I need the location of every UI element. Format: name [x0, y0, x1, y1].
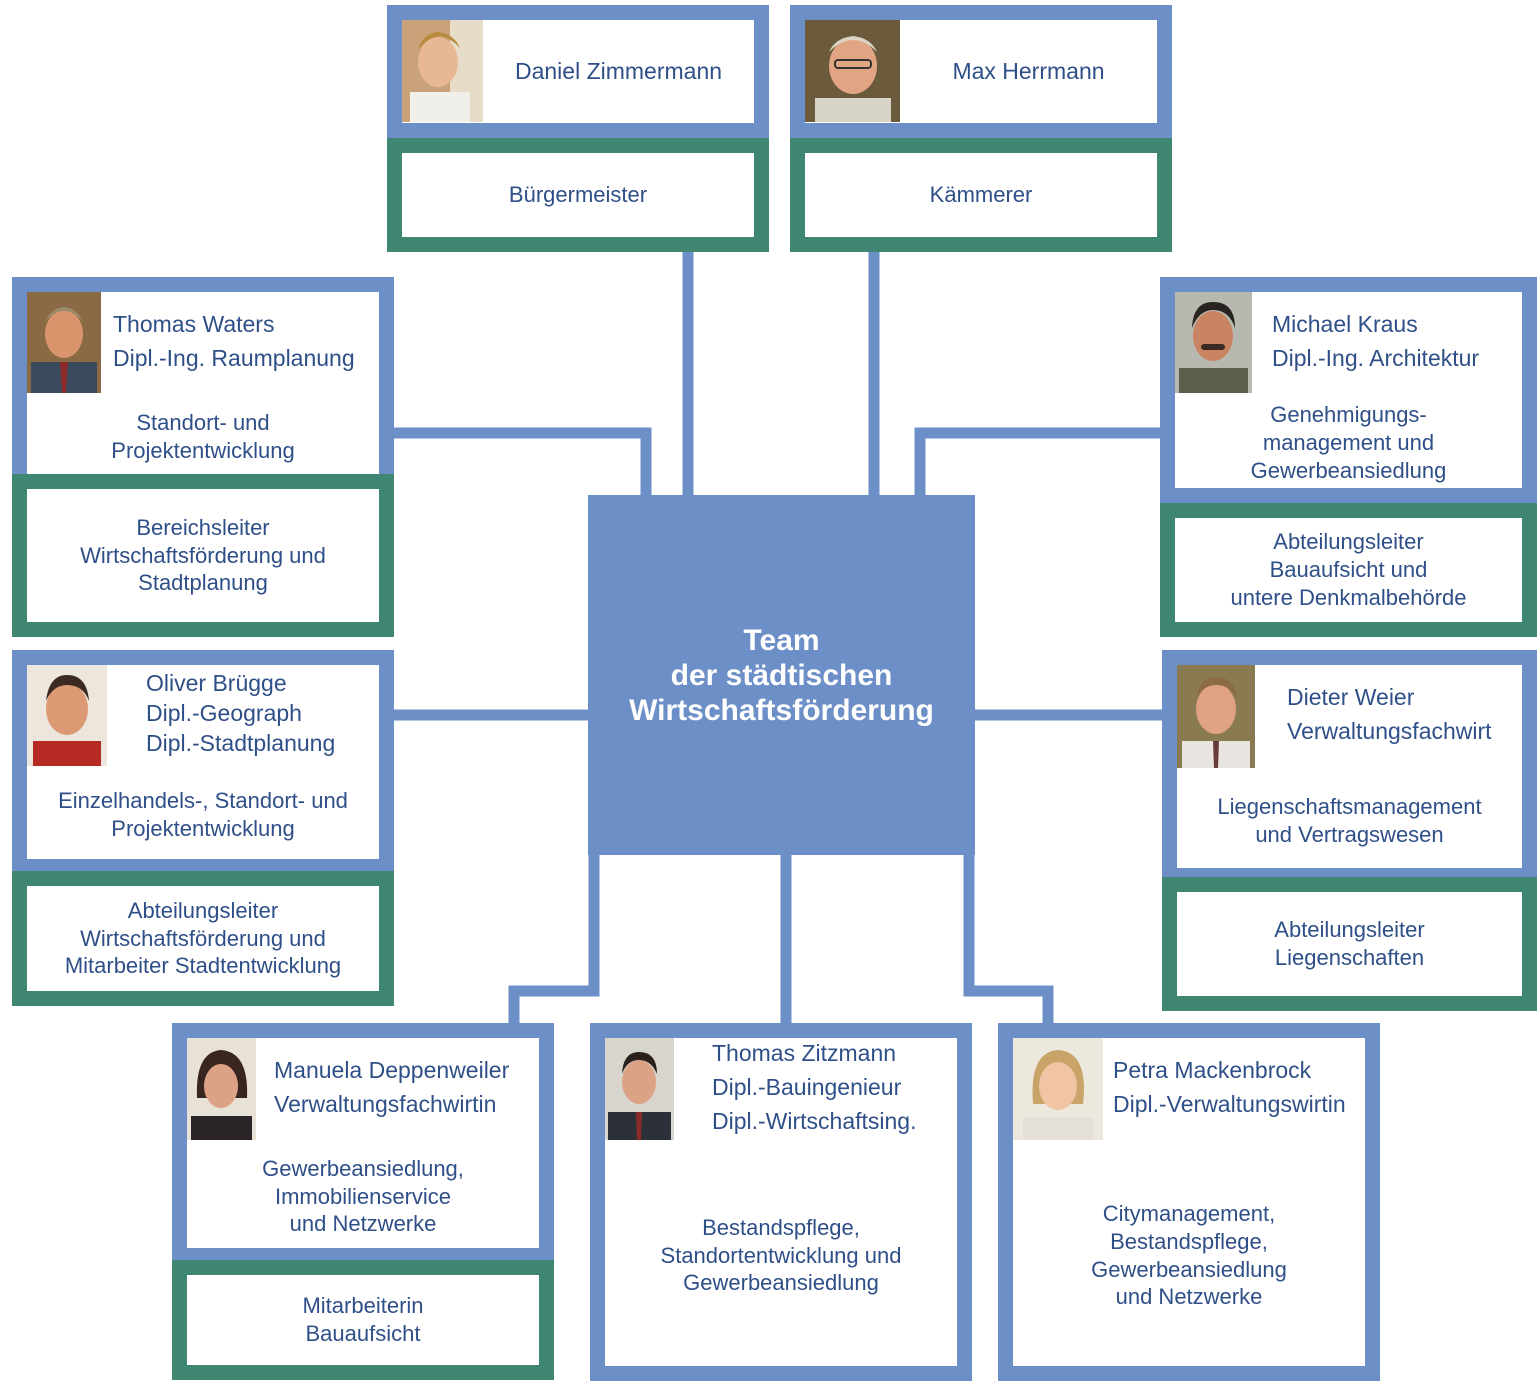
person-photo-icon	[1177, 665, 1255, 768]
task-label: Gewerbeansiedlung, Immobilienservice und…	[262, 1155, 464, 1237]
connector-left-1	[392, 427, 652, 495]
card-right-2-name-cell	[1255, 665, 1522, 768]
task-label: Liegenschaftsmanagement und Vertragswese…	[1217, 793, 1482, 847]
connector-right-1	[914, 427, 1162, 495]
card-top-1-role-frame: Bürgermeister	[387, 138, 769, 252]
person-name: Daniel Zimmermann	[514, 57, 723, 84]
team-center-box: Team der städtischen Wirtschaftsförderun…	[588, 495, 975, 855]
person-name: Dieter Weier Verwaltungsfachwirt	[1287, 684, 1492, 744]
card-bottom-2-task-cell: Bestandspflege, Standortentwicklung und …	[605, 1145, 957, 1366]
card-right-1-role-frame: Abteilungsleiter Bauaufsicht und untere …	[1160, 503, 1537, 637]
person-name: Max Herrmann	[952, 57, 1105, 84]
person-photo-icon	[1175, 292, 1252, 393]
task-label: Bestandspflege, Standortentwicklung und …	[660, 1214, 902, 1296]
team-title: Team der städtischen Wirtschaftsförderun…	[629, 623, 934, 727]
role-label: Mitarbeiterin Bauaufsicht	[302, 1293, 424, 1346]
person-name: Petra Mackenbrock Dipl.-Verwaltungswirti…	[1113, 1057, 1346, 1117]
card-right-2-task-cell: Liegenschaftsmanagement und Vertragswese…	[1177, 773, 1522, 868]
card-bottom-3-name-cell	[1103, 1038, 1365, 1140]
person-name: Oliver Brügge Dipl.-Geograph Dipl.-Stadt…	[146, 670, 336, 756]
role-label: Abteilungsleiter Wirtschaftsförderung un…	[64, 897, 342, 979]
task-label: Einzelhandels-, Standort- und Projektent…	[58, 788, 348, 841]
card-top-2-name-cell: Max Herrmann	[900, 20, 1157, 122]
person-photo-icon	[805, 20, 900, 122]
role-label: Abteilungsleiter Bauaufsicht und untere …	[1230, 529, 1467, 610]
person-photo-icon	[605, 1038, 674, 1140]
role-label: Bereichsleiter Wirtschaftsförderung und …	[80, 514, 326, 596]
card-right-2-role-frame: Abteilungsleiter Liegenschaften	[1162, 877, 1537, 1011]
card-left-2-role-frame: Abteilungsleiter Wirtschaftsförderung un…	[12, 871, 394, 1006]
card-top-1-name-cell: Daniel Zimmermann	[483, 20, 754, 122]
role-label: Abteilungsleiter Liegenschaften	[1274, 917, 1425, 970]
person-photo-icon	[187, 1038, 256, 1140]
card-right-1-task-cell: Genehmigungs- management und Gewerbeansi…	[1175, 398, 1522, 488]
role-label: Kämmerer	[929, 182, 1033, 208]
card-left-1-task-cell: Standort- und Projektentwicklung	[27, 398, 379, 475]
task-label: Citymanagement, Bestandspflege, Gewerbea…	[1091, 1201, 1287, 1310]
person-name: Thomas Waters Dipl.-Ing. Raumplanung	[113, 311, 355, 371]
task-label: Standort- und Projektentwicklung	[111, 409, 295, 463]
card-top-2-role-frame: Kämmerer	[790, 138, 1172, 252]
card-bottom-1-name-cell	[256, 1038, 539, 1140]
person-photo-icon	[27, 292, 101, 393]
card-bottom-1-task-cell: Gewerbeansiedlung, Immobilienservice und…	[187, 1145, 539, 1248]
person-photo-icon	[27, 665, 107, 766]
card-left-1-name-cell	[101, 292, 379, 393]
person-name: Thomas Zitzmann Dipl.-Bauingenieur Dipl.…	[712, 1040, 917, 1134]
person-name: Michael Kraus Dipl.-Ing. Architektur	[1272, 311, 1480, 371]
card-left-2-task-cell: Einzelhandels-, Standort- und Projektent…	[27, 771, 379, 859]
card-bottom-1-role-frame: Mitarbeiterin Bauaufsicht	[172, 1260, 554, 1380]
connector-bottom-1	[508, 855, 600, 1024]
person-photo-icon	[1013, 1038, 1103, 1140]
card-right-1-name-cell	[1252, 292, 1522, 393]
card-bottom-3-task-cell: Citymanagement, Bestandspflege, Gewerbea…	[1013, 1145, 1365, 1366]
card-left-1-role-frame: Bereichsleiter Wirtschaftsförderung und …	[12, 474, 394, 637]
card-bottom-2-name-cell	[674, 1038, 957, 1140]
person-name: Manuela Deppenweiler Verwaltungsfachwirt…	[274, 1057, 510, 1117]
role-label: Bürgermeister	[508, 182, 648, 208]
person-photo-icon	[402, 20, 483, 122]
connector-bottom-3	[963, 855, 1054, 1024]
card-left-2-name-cell	[107, 665, 379, 766]
task-label: Genehmigungs- management und Gewerbeansi…	[1250, 402, 1447, 483]
